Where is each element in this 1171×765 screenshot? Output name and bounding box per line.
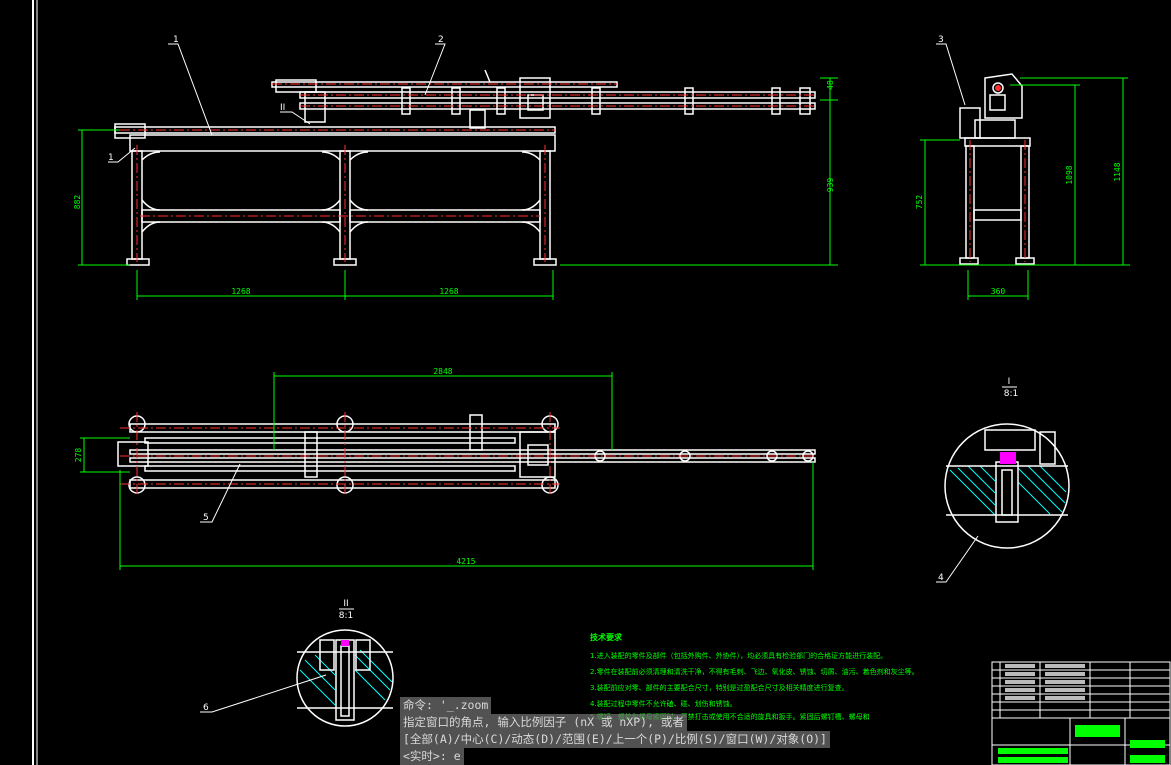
detail-view-II: II 8:1 6 [200, 599, 394, 727]
balloon-1b: 1 [108, 153, 114, 163]
tech-note-3: 3.装配前应对零、部件的主要配合尺寸，特别是过盈配合尺寸及相关精度进行复查。 [590, 683, 849, 692]
side-view: 752 1098 1148 360 3 [915, 35, 1130, 300]
detail-I-title: I [1008, 377, 1011, 387]
tech-note-4: 4.装配过程中零件不允许磕、碰、划伤和锈蚀。 [590, 699, 737, 708]
command-options: [全部(A)/中心(C)/动态(D)/范围(E)/上一个(P)/比例(S)/窗口… [400, 731, 830, 748]
dim-rail-height: 48 [826, 80, 835, 90]
detail-II-scale: 8:1 [339, 611, 353, 621]
balloon-2: 2 [438, 35, 444, 45]
balloon-6: 6 [203, 703, 209, 713]
balloon-4: 4 [938, 573, 944, 583]
tech-notes-title: 技术要求 [590, 632, 623, 642]
dim-top-length: 4215 [456, 557, 475, 566]
dim-side-h1: 752 [915, 195, 924, 210]
title-block [991, 661, 1171, 765]
drawing-border [32, 0, 38, 765]
dim-total-height: 939 [826, 178, 835, 193]
balloon-1: 1 [173, 35, 179, 45]
dim-side-h3: 1148 [1113, 162, 1122, 181]
dim-side-h2: 1098 [1065, 165, 1074, 184]
tech-note-2: 2.零件在装配前必须清理和清洗干净，不得有毛刺、飞边、氧化皮、锈蚀、切屑、油污、… [590, 667, 919, 676]
tech-note-1: 1.进入装配的零件及部件（包括外购件、外协件），均必须具有检验部门的合格证方能进… [590, 651, 887, 660]
view-marker-II: II [280, 103, 285, 113]
command-line-panel[interactable]: 命令: '_.zoom 指定窗口的角点, 输入比例因子 (nX 或 nXP), … [400, 697, 860, 765]
balloon-3: 3 [938, 35, 944, 45]
detail-view-I: I 8:1 4 [936, 377, 1070, 583]
dim-top-travel: 2848 [433, 367, 452, 376]
top-view: 2848 278 4215 5 [74, 367, 816, 570]
command-history-2: 指定窗口的角点, 输入比例因子 (nX 或 nXP), 或者 [400, 714, 687, 731]
tech-note-5: 5.螺钉、螺栓和螺母紧固时，严禁打击或使用不合适的旋具和扳手。紧固后螺钉槽、螺母… [590, 712, 870, 721]
dim-span-2: 1268 [439, 287, 458, 296]
detail-II-title: II [343, 599, 348, 609]
command-input[interactable]: <实时>: e [400, 748, 464, 765]
detail-I-scale: 8:1 [1004, 389, 1018, 399]
command-history-1: 命令: '_.zoom [400, 697, 492, 714]
balloon-5: 5 [203, 513, 209, 523]
technical-requirements: 技术要求 1.进入装配的零件及部件（包括外购件、外协件），均必须具有检验部门的合… [590, 632, 919, 721]
front-view: 882 1268 1268 939 48 1 2 1 II [73, 35, 838, 300]
dim-span-1: 1268 [231, 287, 250, 296]
dim-height-left: 882 [73, 195, 82, 210]
dim-side-width: 360 [991, 287, 1006, 296]
dim-top-width: 278 [74, 448, 83, 463]
